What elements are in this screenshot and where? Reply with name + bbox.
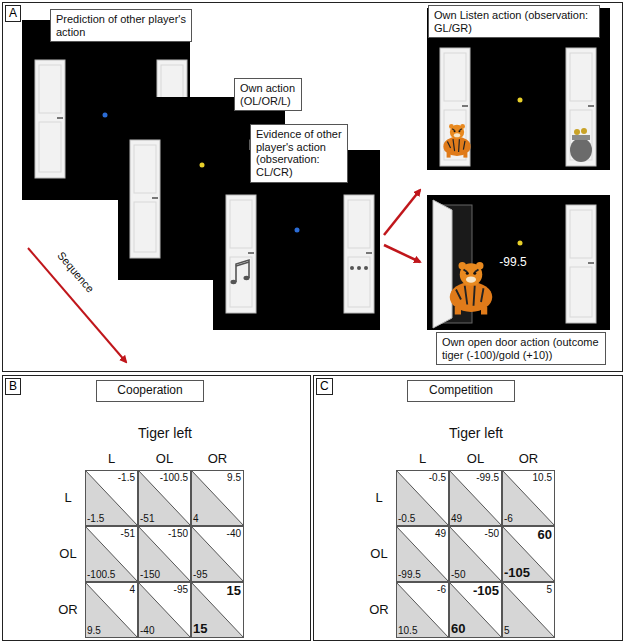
payoff-value: 4 (193, 513, 199, 524)
column-header: L (419, 452, 426, 466)
callout-text: Prediction of other player's action (56, 13, 186, 38)
payoff-value: 15 (227, 584, 241, 598)
payoff-value: -100.5 (87, 569, 115, 580)
matrix-title: Tiger left (449, 426, 503, 441)
payoff-value: 5 (504, 625, 510, 636)
panel: C Competition (313, 375, 623, 641)
payoff-value: -105 (473, 584, 499, 598)
panel-letter: C (316, 378, 333, 395)
callout-box: Prediction of other player's action (50, 9, 192, 42)
payoff-value: -1.5 (87, 513, 104, 524)
payoff-value: -105 (504, 566, 530, 580)
payoff-value: 49 (435, 528, 446, 539)
payoff-value: 49 (451, 513, 462, 524)
payoff-value: -95 (193, 569, 207, 580)
row-header: L (375, 491, 382, 505)
payoff-value: -6 (504, 513, 513, 524)
payoff-value: 4 (129, 584, 135, 595)
callout-box: Evidence of other player's action (obser… (250, 124, 348, 183)
payoff-value: -99.5 (476, 472, 499, 483)
payoff-value: -99.5 (398, 569, 421, 580)
payoff-value: -51 (121, 528, 135, 539)
row-header: OR (58, 603, 78, 617)
payoff-value: -100.5 (160, 472, 188, 483)
column-header: OR (208, 452, 228, 466)
payoff-value: 60 (451, 622, 465, 636)
payoff-value: -40 (227, 528, 241, 539)
payoff-value: 9.5 (87, 625, 101, 636)
payoff-value: 60 (538, 528, 552, 542)
payoff-value: -51 (140, 513, 154, 524)
payoff-value: 5 (546, 584, 552, 595)
row-header: OR (369, 603, 389, 617)
callout-text: Competition (413, 384, 509, 398)
panel-letter: A (5, 5, 21, 22)
panel: B Cooperation (2, 375, 311, 641)
panel-letter: B (5, 378, 21, 395)
payoff-value: -150 (140, 569, 160, 580)
matrix-title: Tiger left (138, 426, 192, 441)
callout-text: Own action (OL/OR/L) (240, 82, 296, 107)
row-header: OL (59, 547, 76, 561)
payoff-value: -0.5 (429, 472, 446, 483)
payoff-value: -1.5 (118, 472, 135, 483)
callout-text: Own open door action (outcome tiger (-10… (442, 336, 600, 361)
callout-box: Own Listen action (observation: GL/GR) (428, 5, 600, 38)
reward-value: -99.5 (499, 256, 526, 269)
callout-text: Evidence of other player's action (obser… (256, 128, 342, 179)
callout-text: Own Listen action (observation: GL/GR) (434, 9, 594, 34)
payoff-value: -50 (451, 569, 465, 580)
payoff-value: -40 (140, 625, 154, 636)
payoff-value: -150 (168, 528, 188, 539)
payoff-value: -95 (174, 584, 188, 595)
callout-box: Own open door action (outcome tiger (-10… (436, 332, 606, 365)
row-header: OL (370, 547, 387, 561)
column-header: OL (156, 452, 173, 466)
payoff-value: -50 (485, 528, 499, 539)
column-header: OL (467, 452, 484, 466)
callout-box: Own action (OL/OR/L) (234, 78, 302, 111)
condition-box: Cooperation (96, 380, 204, 402)
payoff-value: 9.5 (227, 472, 241, 483)
payoff-value: 10.5 (533, 472, 552, 483)
payoff-value: 10.5 (398, 625, 417, 636)
panel: APrediction of other player's actionOwn … (2, 2, 623, 372)
row-header: L (64, 491, 71, 505)
callout-text: Cooperation (102, 384, 198, 398)
payoff-value: -6 (437, 584, 446, 595)
condition-box: Competition (407, 380, 515, 402)
column-header: OR (519, 452, 539, 466)
column-header: L (108, 452, 115, 466)
payoff-value: 15 (193, 622, 207, 636)
payoff-value: -0.5 (398, 513, 415, 524)
